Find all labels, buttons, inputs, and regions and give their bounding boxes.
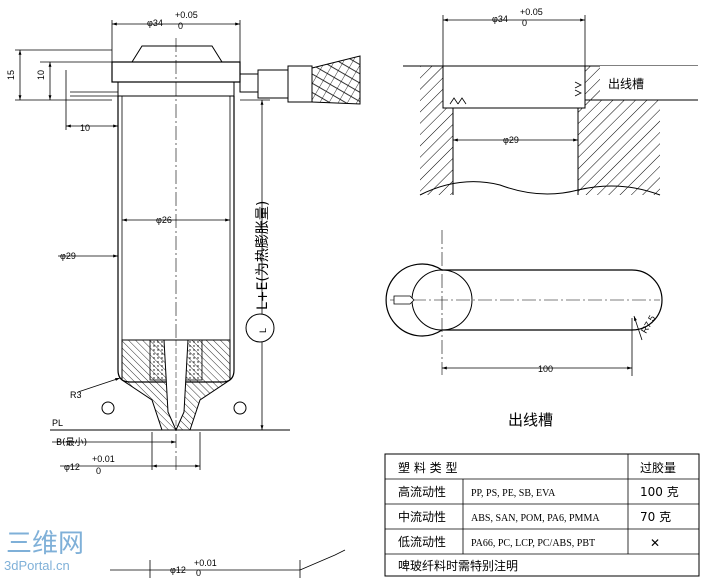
b-min-dim: B(最小) (52, 437, 176, 448)
plan-length-text: 100 (538, 364, 553, 374)
watermark-url: 3dPortal.cn (4, 558, 70, 573)
nozzle-tol-lower: 0 (96, 466, 101, 476)
mount-hole-right (233, 401, 247, 415)
table-row-1-amount: 100 克 (640, 485, 679, 499)
bottom-tol-lower: 0 (196, 568, 201, 578)
table-row-3-materials: PA66, PC, LCP, PC/ABS, PBT (471, 538, 595, 549)
watermark-logo-text: 三维网 (6, 529, 84, 559)
bottom-diameter-text: φ12 (170, 565, 186, 575)
plan-radius-callout: R7.5 (633, 314, 657, 341)
right-slot-label: 出线槽 (608, 77, 644, 91)
cable-assembly (239, 55, 361, 105)
table-row-3-amount: ✕ (650, 536, 660, 550)
length-label: L+E(为热膨胀量) (254, 201, 271, 310)
table-note: 啤玻纤料时需特别注明 (398, 558, 518, 573)
nozzle-diameter-text: φ12 (64, 462, 80, 472)
length-circle-letter: L (258, 328, 268, 333)
mount-hole-left (101, 401, 115, 415)
right-top-diameter-dim: φ34 +0.05 0 (442, 7, 586, 66)
table-row-2-flow: 中流动性 (398, 509, 446, 524)
plan-length-dim: 100 (442, 318, 633, 376)
left-top-tol-upper: +0.05 (175, 10, 198, 20)
length-dim: L L+E(为热膨胀量) (240, 99, 275, 430)
bore-diameter-dim: φ29 (453, 135, 578, 145)
nozzle-tol-upper: +0.01 (92, 454, 115, 464)
table-row-3-flow: 低流动性 (398, 535, 446, 549)
nozzle-diameter-dim: φ12 +0.01 0 (60, 432, 201, 476)
inner-diameter-dim: φ26 (122, 215, 230, 225)
plan-radius-text: R7.5 (639, 314, 657, 335)
radius-text: R3 (70, 390, 82, 400)
table-row-1-materials: PP, PS, PE, SB, EVA (471, 488, 556, 499)
parting-line-text: PL (52, 418, 63, 428)
heater-head (70, 45, 241, 97)
left-top-diameter-text: φ34 (147, 18, 163, 28)
table-row-2-amount-visible: 70 克 (640, 510, 671, 524)
right-top-tol-upper: +0.05 (520, 7, 543, 17)
table-row-1-flow: 高流动性 (398, 484, 446, 499)
table-header-type: 塑 料 类 型 (398, 460, 457, 475)
bore-diameter-text: φ29 (503, 135, 519, 145)
mould-plate: 出线槽 (403, 65, 698, 196)
radius-callout: R3 (70, 377, 121, 400)
parting-line: PL (50, 418, 290, 431)
outer-diameter-text: φ29 (60, 251, 76, 261)
table-header-amount: 过胶量 (640, 460, 676, 475)
table-row-2-materials: ABS, SAN, POM, PA6, PMMA (471, 513, 600, 524)
left-top-diameter-dim: φ34 +0.05 0 (111, 10, 241, 62)
right-caption: 出线槽 (508, 411, 553, 429)
left-top-tol-lower: 0 (178, 21, 183, 31)
left-view: φ34 +0.05 0 15 10 (6, 10, 361, 578)
length-circle (245, 313, 275, 343)
right-top-tol-lower: 0 (522, 18, 527, 28)
slot-plan-view (385, 230, 663, 375)
watermark-logo: 三维网 3dPortal.cn (4, 529, 84, 573)
dim-10-vert-text: 10 (36, 70, 46, 80)
dim-10-horiz-text: 10 (80, 123, 90, 133)
inner-diameter-text: φ26 (156, 215, 172, 225)
material-table: 塑 料 类 型 过胶量 高流动性 PP, PS, PE, SB, EVA 100… (384, 453, 700, 577)
outer-diameter-dim: φ29 (58, 251, 118, 261)
b-min-text: B(最小) (56, 437, 87, 448)
left-height-dims: 15 10 10 (6, 49, 119, 133)
bottom-tol-upper: +0.01 (194, 558, 217, 568)
nozzle-section (121, 339, 231, 432)
right-top-diameter-text: φ34 (492, 14, 508, 24)
right-view: φ34 +0.05 0 出线槽 φ29 (385, 7, 698, 429)
dim-15-text: 15 (6, 70, 16, 80)
bottom-diameter-dim: φ12 +0.01 0 (110, 549, 346, 578)
